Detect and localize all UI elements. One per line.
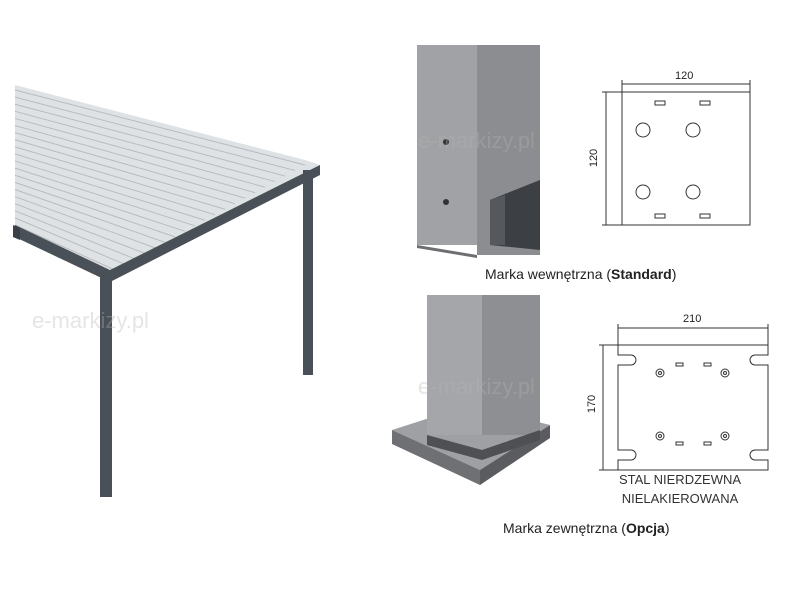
caption-text: Marka wewnętrzna ( bbox=[485, 266, 612, 282]
pergola-illustration bbox=[13, 85, 320, 497]
caption-text: Marka zewnętrzna ( bbox=[503, 520, 626, 536]
slat-line bbox=[14, 96, 296, 172]
plate1-width-dimension: 120 bbox=[675, 70, 694, 82]
slat-line bbox=[14, 125, 256, 194]
caption-text: ) bbox=[664, 520, 670, 536]
plate2-height-dimension: 170 bbox=[586, 394, 599, 414]
caption-bold: Opcja bbox=[625, 520, 665, 536]
material-note: STAL NIERDZEWNA NIELAKIEROWANA bbox=[590, 470, 770, 508]
caption-bold: Standard bbox=[611, 266, 672, 282]
slat-line bbox=[14, 103, 286, 177]
watermark: e-markizy.pl bbox=[418, 128, 535, 153]
standard-caption: Marka wewnętrzna (Standard) bbox=[485, 266, 676, 282]
slat-line bbox=[14, 117, 266, 188]
slat-line bbox=[14, 224, 116, 271]
outer-base-plate-drawing bbox=[599, 324, 769, 471]
material-line: NIELAKIEROWANA bbox=[621, 491, 739, 506]
inner-base-plate-drawing bbox=[602, 80, 751, 226]
slat-line bbox=[14, 174, 186, 232]
inner-base-post bbox=[417, 45, 540, 258]
outer-base-post bbox=[392, 295, 550, 485]
material-line: STAL NIERDZEWNA bbox=[618, 472, 742, 487]
slat-line bbox=[14, 89, 306, 166]
option-caption: Marka zewnętrzna (Opcja) bbox=[503, 520, 670, 536]
slat-line bbox=[14, 139, 236, 205]
slat-line bbox=[14, 189, 166, 243]
plate2-width-dimension: 210 bbox=[683, 313, 702, 325]
caption-text: ) bbox=[671, 266, 677, 282]
slat-line bbox=[14, 160, 206, 221]
slat-line bbox=[14, 181, 176, 238]
slat-line bbox=[14, 110, 276, 183]
slat-line bbox=[14, 167, 196, 227]
plate1-height-dimension: 120 bbox=[588, 148, 601, 168]
slat-line bbox=[14, 196, 156, 249]
slat-line bbox=[14, 153, 216, 216]
slat-line bbox=[14, 146, 226, 210]
slat-line bbox=[14, 203, 146, 254]
slat-line bbox=[14, 132, 246, 199]
slat-line bbox=[14, 210, 136, 260]
slat-line bbox=[14, 217, 126, 265]
watermark: e-markizy.pl bbox=[32, 308, 149, 333]
watermark: e-markizy.pl bbox=[418, 374, 535, 399]
